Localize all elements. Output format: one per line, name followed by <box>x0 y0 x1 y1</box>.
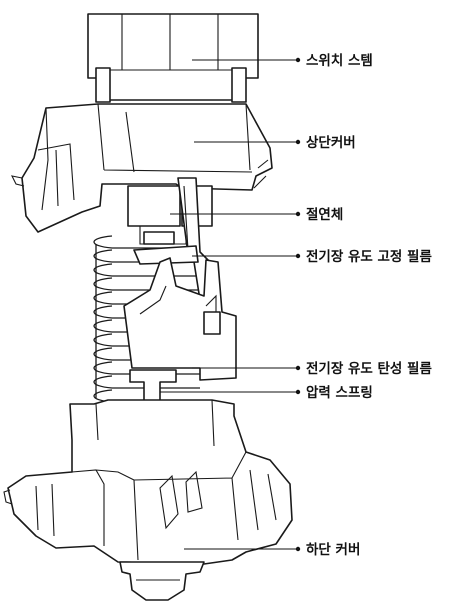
label-elastic-film: 전기장 유도 탄성 필름 <box>306 360 432 377</box>
pressure-spring <box>93 235 200 403</box>
label-bottom-cover: 하단 커버 <box>306 541 360 558</box>
bottom-housing-post <box>119 561 205 601</box>
bottom-cover <box>3 399 293 565</box>
elastic-film <box>123 257 237 381</box>
label-top-cover: 상단커버 <box>306 134 356 151</box>
label-pressure-spring: 압력 스프링 <box>306 385 373 401</box>
fixed-film <box>133 177 213 301</box>
label-fixed-film: 전기장 유도 고정 필름 <box>306 248 432 265</box>
leader-lines <box>160 57 301 552</box>
label-insulator: 절연체 <box>306 207 343 223</box>
switch-stem <box>87 13 259 103</box>
top-cover <box>11 103 273 233</box>
label-switch-stem: 스위치 스템 <box>306 52 373 69</box>
